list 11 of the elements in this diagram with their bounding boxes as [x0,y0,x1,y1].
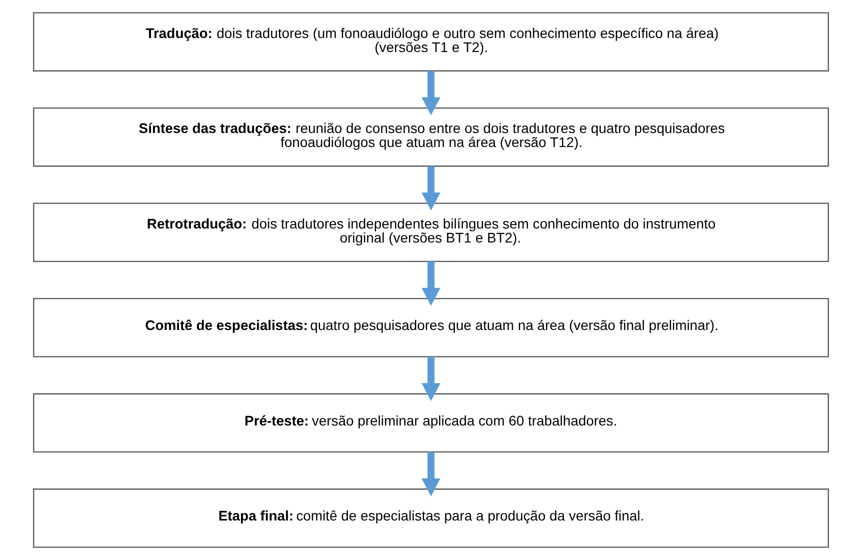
node-box: Retrotradução: dois tradutores independentes bilíngues sem conhecimento do instrumento original (versões BT1 e BT2). [32,202,828,262]
arrow [421,70,440,116]
arrow [421,261,440,306]
arrow [421,166,440,211]
node-box: Tradução: dois tradutores (um fonoaudiólogo e outro sem conhecimento específico na área) (versões T1 e T2). [32,12,828,72]
arrow [421,356,440,402]
arrow [421,452,440,496]
node-box: Síntese das traduções: reunião de consenso entre os dois tradutores e quatro pesquisadores fonoaudiólogos que atuam na área (versão T12). [32,107,828,167]
node-box: Etapa final: comitê de especialistas para a produção da versão final. [32,488,828,548]
node-box: Pré-teste: versão preliminar aplicada com 60 trabalhadores. [32,393,828,453]
node-box: Comitê de especialistas: quatro pesquisadores que atuam na área (versão final preliminar). [32,298,828,358]
